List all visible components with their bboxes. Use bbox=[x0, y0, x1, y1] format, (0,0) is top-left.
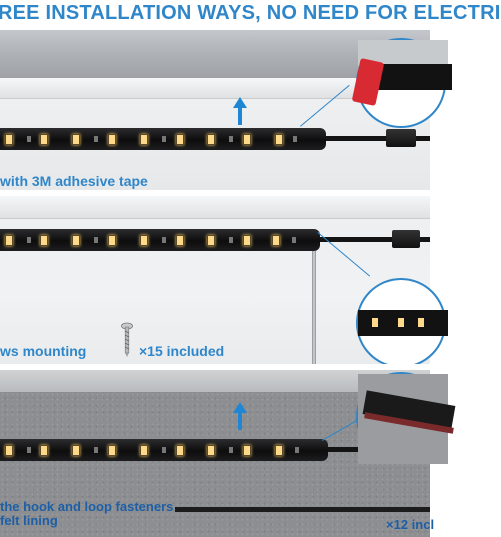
cabinet-edge bbox=[0, 370, 430, 392]
power-cable bbox=[326, 136, 386, 141]
adhesive-tape-detail-inset bbox=[351, 38, 452, 128]
fastener-count-label: ×12 incl bbox=[386, 517, 435, 532]
shelf-underside bbox=[0, 196, 430, 219]
led-strip bbox=[0, 229, 320, 251]
led-strip bbox=[0, 439, 328, 461]
screw-count-label: ×15 included bbox=[139, 343, 225, 359]
cable-connector bbox=[386, 129, 416, 147]
screw-icon bbox=[121, 322, 133, 357]
adhesive-tape-panel: with 3M adhesive tape bbox=[0, 30, 452, 190]
header-banner: REE INSTALLATION WAYS, NO NEED FOR ELECT… bbox=[0, 0, 500, 30]
fastener-detail-inset bbox=[356, 372, 456, 464]
hook-loop-panel: the hook and loop fasteners felt lining … bbox=[0, 370, 456, 537]
up-arrow-icon bbox=[233, 97, 247, 125]
power-cable bbox=[328, 447, 386, 452]
hook-loop-strip bbox=[175, 507, 430, 512]
method-caption: ws mounting bbox=[0, 343, 87, 359]
method-caption: with 3M adhesive tape bbox=[0, 173, 148, 189]
mounting-rod bbox=[312, 251, 316, 364]
screw-mounting-panel: ws mounting ×15 included bbox=[0, 196, 448, 368]
cable-connector bbox=[392, 230, 420, 248]
method-caption-line1: the hook and loop fasteners bbox=[0, 499, 174, 514]
led-strip bbox=[0, 128, 326, 150]
header-title: REE INSTALLATION WAYS, NO NEED FOR ELECT… bbox=[0, 2, 501, 24]
screw-detail-inset bbox=[356, 278, 448, 368]
method-caption-line2: felt lining bbox=[0, 513, 58, 528]
shelf-underside bbox=[0, 78, 430, 99]
up-arrow-icon bbox=[233, 402, 247, 430]
power-cable bbox=[320, 237, 392, 242]
